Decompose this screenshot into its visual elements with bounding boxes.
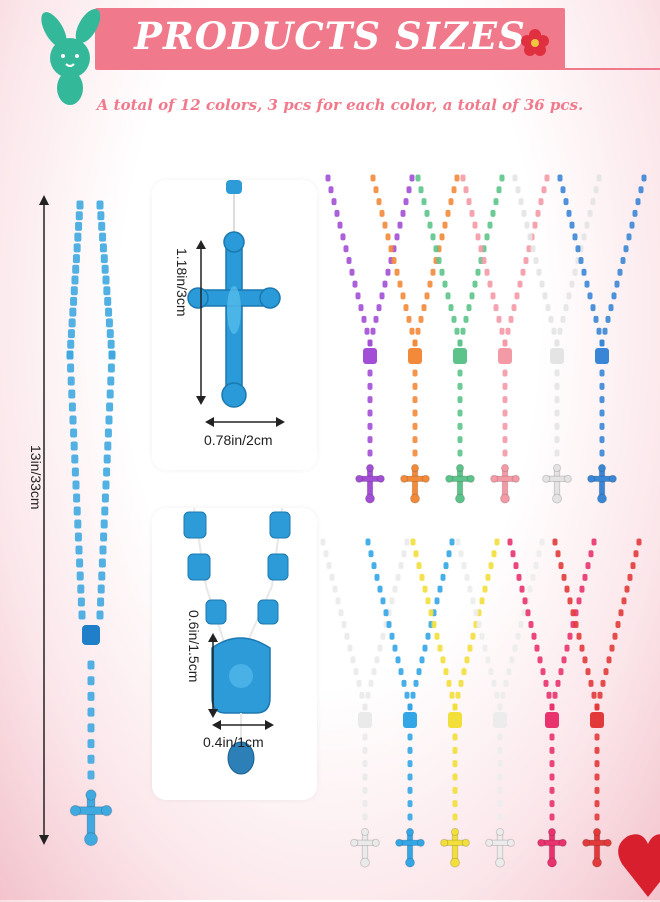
medal-height-label: 0.6in/1.5cm [186, 610, 202, 683]
rosary-top-5 [557, 174, 647, 504]
subtitle: A total of 12 colors, 3 pcs for each col… [96, 96, 584, 114]
medal-detail-image [183, 507, 291, 775]
header-banner [95, 8, 565, 70]
rosary-bottom-5 [552, 538, 642, 868]
total-length-label: 13in/33cm [28, 445, 44, 510]
cross-width-arrow [205, 417, 285, 427]
medal-height-arrow [208, 633, 218, 718]
cross-height-arrow [196, 240, 206, 405]
cross-height-label: 1.18in/3cm [174, 248, 190, 317]
page-title: PRODUCTS SIZES [134, 14, 526, 58]
flower-icon [521, 29, 549, 56]
rosary-top-0 [325, 174, 415, 504]
rosary-bottom-0 [320, 538, 410, 868]
rosary-top-4 [512, 174, 602, 504]
color-rosaries-image [320, 174, 647, 868]
rosary-bottom-1 [365, 538, 455, 868]
rosary-top-2 [415, 174, 505, 504]
medal-width-label: 0.4in/1cm [203, 734, 264, 750]
rosary-top-3 [460, 174, 550, 504]
bunny-icon [41, 8, 101, 105]
rosary-bottom-3 [455, 538, 545, 868]
rosary-bottom-4 [507, 538, 597, 868]
medal-width-arrow [212, 720, 274, 730]
cross-width-label: 0.78in/2cm [204, 432, 273, 448]
cross-detail-image [187, 180, 281, 408]
main-rosary-image [66, 200, 116, 847]
rosary-bottom-2 [410, 538, 500, 868]
heart-icon [618, 834, 660, 897]
rosary-top-1 [370, 174, 460, 504]
length-arrow [39, 195, 49, 845]
